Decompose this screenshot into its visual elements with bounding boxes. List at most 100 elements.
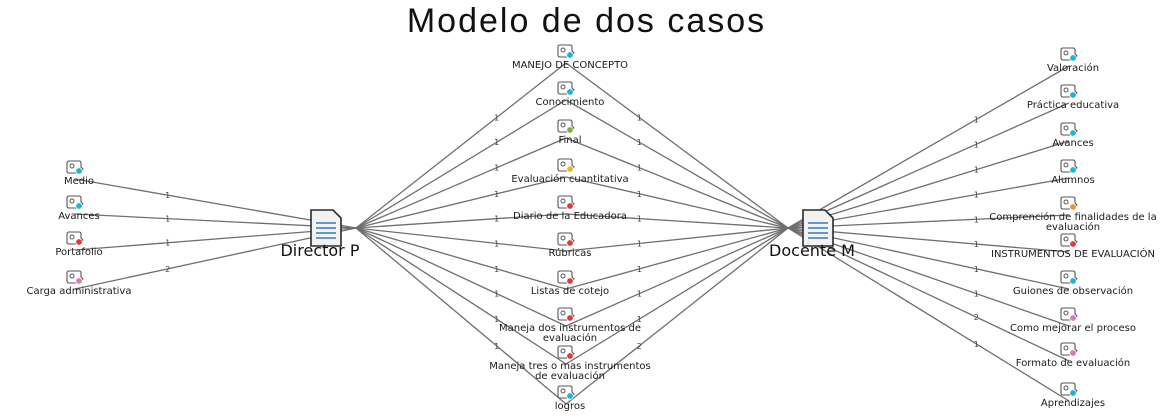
code-icon-hole [1063,87,1069,93]
code-label: Conocimiento [536,97,605,108]
code-node[interactable]: INSTRUMENTOS DE EVALUACIÓN [991,233,1155,260]
link-line [355,213,567,229]
link-line [74,227,357,290]
code-color-dot [566,51,574,59]
code-label: Como mejorar el proceso [1010,323,1136,334]
code-node[interactable]: Rúbricas [549,232,592,259]
code-color-dot [1069,314,1077,322]
link-weight: 1 [494,239,499,248]
link-line [565,227,789,327]
link-weight: 2 [637,342,642,351]
code-color-dot [566,88,574,96]
link-weight: 1 [637,265,642,274]
link-line [565,213,789,229]
link-weight: 1 [637,290,642,299]
code-node[interactable]: Medio [64,160,94,187]
code-node[interactable]: Final [557,119,582,146]
code-node[interactable]: Avances [58,195,100,222]
code-label: logros [555,401,585,412]
code-label: Final [558,135,581,146]
code-label: MANEJO DE CONCEPTO [512,60,628,71]
code-color-dot [1069,91,1077,99]
code-color-dot [566,165,574,173]
code-node[interactable]: logros [555,385,585,412]
link-line [355,137,567,229]
code-icon-hole [560,161,566,167]
link-line [74,227,357,251]
code-color-dot [75,238,83,246]
diagram-title: Modelo de dos casos [406,2,767,40]
link-line [355,176,567,229]
code-icon-hole [69,198,75,204]
code-node[interactable]: Aprendizajes [1041,382,1105,409]
link-line [355,227,567,252]
link-line [565,227,789,365]
link-weight: 1 [974,265,979,274]
code-label: Portafolio [55,247,102,258]
link-weight: 1 [494,342,499,351]
code-label: Avances [58,211,100,222]
document-node-d1[interactable]: Director P [280,209,360,260]
code-node[interactable]: Portafolio [55,231,103,258]
code-color-dot [566,314,574,322]
code-node[interactable]: MANEJO DE CONCEPTO [512,44,628,71]
link-line [74,178,357,229]
link-line [787,102,1070,229]
code-node[interactable]: Avances [1052,122,1094,149]
code-node[interactable]: Guiones de observación [1013,270,1133,297]
document-label: Docente M [769,241,855,260]
code-icon-hole [1063,125,1069,131]
code-node[interactable]: Conocimiento [536,81,605,108]
link-weight: 1 [165,239,170,248]
code-icon-hole [1063,162,1069,168]
code-icon-hole [560,198,566,204]
link-weight: 1 [637,315,642,324]
link-line [565,227,789,252]
code-node[interactable]: Como mejorar el proceso [1010,307,1136,334]
link-weight: 1 [494,113,499,122]
code-label: Diario de la Educadora [513,211,627,222]
document-label: Director P [280,241,359,260]
link-weight: 1 [637,239,642,248]
code-node[interactable]: Valoración [1047,47,1099,74]
code-color-dot [1069,277,1077,285]
link-weight: 1 [494,190,499,199]
link-weight: 1 [165,191,170,200]
code-node[interactable]: Carga administrativa [27,270,132,297]
code-node[interactable]: Evaluación cuantitativa [511,158,629,185]
code-label: Aprendizajes [1041,398,1105,409]
code-node[interactable]: Práctica educativa [1027,84,1119,111]
code-label: Listas de cotejo [531,286,609,297]
link-weight: 1 [974,215,979,224]
link-weight: 1 [974,191,979,200]
code-icon-hole [1063,385,1069,391]
code-label: Guiones de observación [1013,285,1133,297]
code-label: evaluación [1046,221,1100,233]
link-weight: 1 [974,340,979,349]
code-icon-hole [1063,50,1069,56]
link-weight: 1 [637,113,642,122]
code-label: Formato de evaluación [1016,357,1130,369]
code-node[interactable]: Diario de la Educadora [513,195,627,222]
link-line [74,213,357,229]
link-line [787,140,1070,229]
code-color-dot [566,392,574,400]
code-icon-hole [1063,310,1069,316]
code-node[interactable]: Formato de evaluación [1016,342,1130,369]
code-color-dot [566,126,574,134]
link-line [787,227,1070,290]
code-label: Evaluación cuantitativa [511,173,628,185]
link-line [565,176,789,229]
code-icon-hole [560,348,566,354]
code-label: Valoración [1047,62,1099,74]
code-node[interactable]: Listas de cotejo [531,270,609,297]
code-node[interactable]: Comprención de finalidades de laevaluaci… [989,196,1157,233]
code-icon-hole [560,84,566,90]
code-label: INSTRUMENTOS DE EVALUACIÓN [991,247,1155,260]
document-node-d2[interactable]: Docente M [769,209,855,260]
code-node[interactable]: Alumnos [1051,159,1095,186]
